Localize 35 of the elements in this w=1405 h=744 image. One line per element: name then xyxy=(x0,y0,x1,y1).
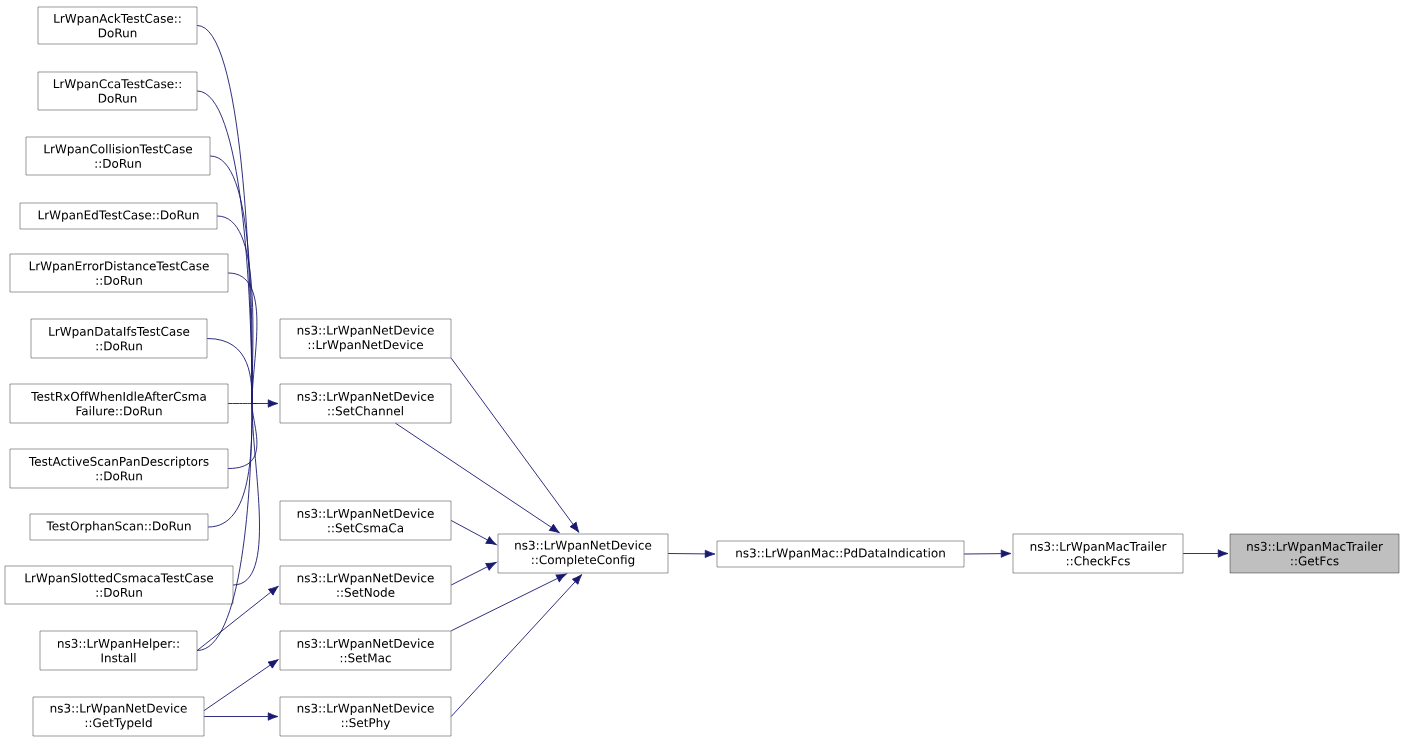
function-box: ns3::LrWpanNetDevice ::SetChannel xyxy=(279,383,452,424)
function-box: LrWpanEdTestCase::DoRun xyxy=(19,202,218,230)
function-box: ns3::LrWpanMacTrailer ::CheckFcs xyxy=(1012,533,1184,574)
arrow xyxy=(251,399,279,408)
arrow xyxy=(450,561,497,586)
function-box: TestOrphanScan::DoRun xyxy=(29,513,209,541)
function-box: TestRxOffWhenIdleAfterCsma Failure::DoRun xyxy=(9,383,229,424)
function-box: LrWpanCollisionTestCase ::DoRun xyxy=(25,136,211,176)
function-box: LrWpanCcaTestCase:: DoRun xyxy=(37,71,198,111)
function-box: ns3::LrWpanNetDevice ::LrWpanNetDevice xyxy=(279,318,452,359)
function-box: ns3::LrWpanNetDevice ::SetMac xyxy=(279,630,452,671)
function-box: LrWpanDataIfsTestCase ::DoRun xyxy=(30,318,208,359)
function-box: LrWpanSlottedCsmacaTestCase ::DoRun xyxy=(4,565,234,605)
function-box: ns3::LrWpanNetDevice ::GetTypeId xyxy=(32,696,205,737)
function-box: LrWpanErrorDistanceTestCase ::DoRun xyxy=(9,253,229,293)
function-box: ns3::LrWpanNetDevice ::SetNode xyxy=(279,565,452,605)
arrow xyxy=(450,573,567,632)
arrow xyxy=(450,574,583,717)
arrow xyxy=(450,357,580,533)
arrow xyxy=(203,712,279,721)
arrow xyxy=(1182,549,1229,558)
arrow xyxy=(395,422,560,534)
arrow xyxy=(450,520,497,546)
function-box: ns3::LrWpanMac::PdDataIndication xyxy=(716,540,965,568)
function-box: LrWpanAckTestCase:: DoRun xyxy=(37,6,198,45)
function-box: ns3::LrWpanNetDevice ::SetCsmaCa xyxy=(279,500,452,541)
arrow xyxy=(667,549,716,559)
arrow xyxy=(963,549,1012,558)
arrow xyxy=(203,659,279,711)
function-box: TestActiveScanPanDescriptors ::DoRun xyxy=(9,448,229,489)
arrow xyxy=(196,585,279,651)
function-box: ns3::LrWpanHelper:: Install xyxy=(39,630,198,671)
function-box: ns3::LrWpanNetDevice ::SetPhy xyxy=(279,696,452,737)
function-box: ns3::LrWpanMacTrailer ::GetFcs xyxy=(1229,533,1400,574)
function-box: ns3::LrWpanNetDevice ::CompleteConfig xyxy=(497,533,669,574)
